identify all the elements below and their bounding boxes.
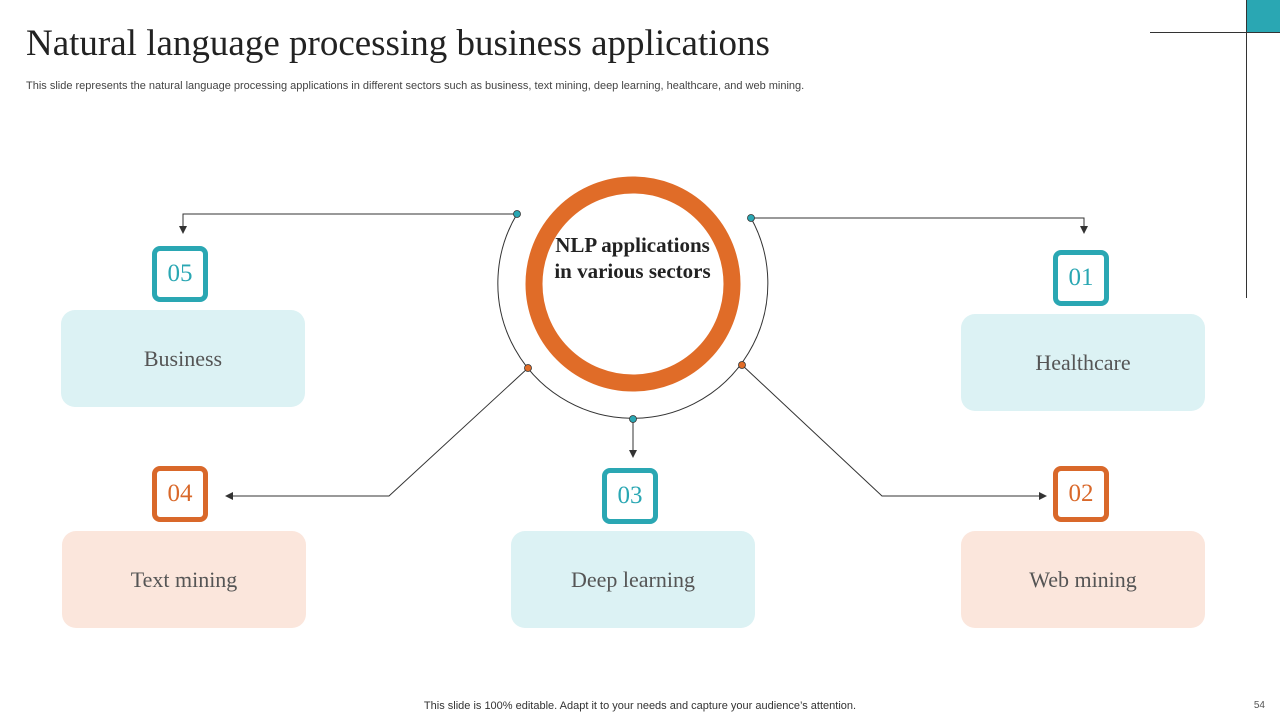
dot-business bbox=[513, 210, 521, 218]
connector-business bbox=[179, 213, 517, 234]
connector-text-mining bbox=[225, 367, 529, 500]
slide-title: Natural language processing business app… bbox=[26, 23, 770, 64]
corner-accent-line-vertical bbox=[1246, 0, 1247, 298]
center-ring bbox=[525, 176, 741, 392]
number-badge-04: 04 bbox=[152, 466, 208, 522]
number-badge-01: 01 bbox=[1053, 250, 1109, 306]
connector-healthcare bbox=[751, 217, 1088, 234]
card-deep-learning: Deep learning bbox=[511, 531, 755, 628]
corner-accent-square bbox=[1247, 0, 1280, 33]
corner-accent-line-horizontal bbox=[1150, 32, 1280, 33]
slide-footer: This slide is 100% editable. Adapt it to… bbox=[423, 700, 857, 712]
dot-deep-learning bbox=[629, 415, 637, 423]
number-badge-05: 05 bbox=[152, 246, 208, 302]
slide-subtitle: This slide represents the natural langua… bbox=[26, 80, 805, 92]
dot-web-mining bbox=[738, 361, 746, 369]
card-text-mining: Text mining bbox=[62, 531, 306, 628]
center-label: NLP applications in various sectors bbox=[554, 233, 711, 283]
card-healthcare: Healthcare bbox=[961, 314, 1205, 411]
dot-text-mining bbox=[524, 364, 532, 372]
card-business: Business bbox=[61, 310, 305, 407]
page-number: 54 bbox=[1253, 700, 1265, 711]
number-badge-03: 03 bbox=[602, 468, 658, 524]
number-badge-02: 02 bbox=[1053, 466, 1109, 522]
connector-web-mining bbox=[741, 364, 1047, 500]
dot-healthcare bbox=[747, 214, 755, 222]
card-web-mining: Web mining bbox=[961, 531, 1205, 628]
